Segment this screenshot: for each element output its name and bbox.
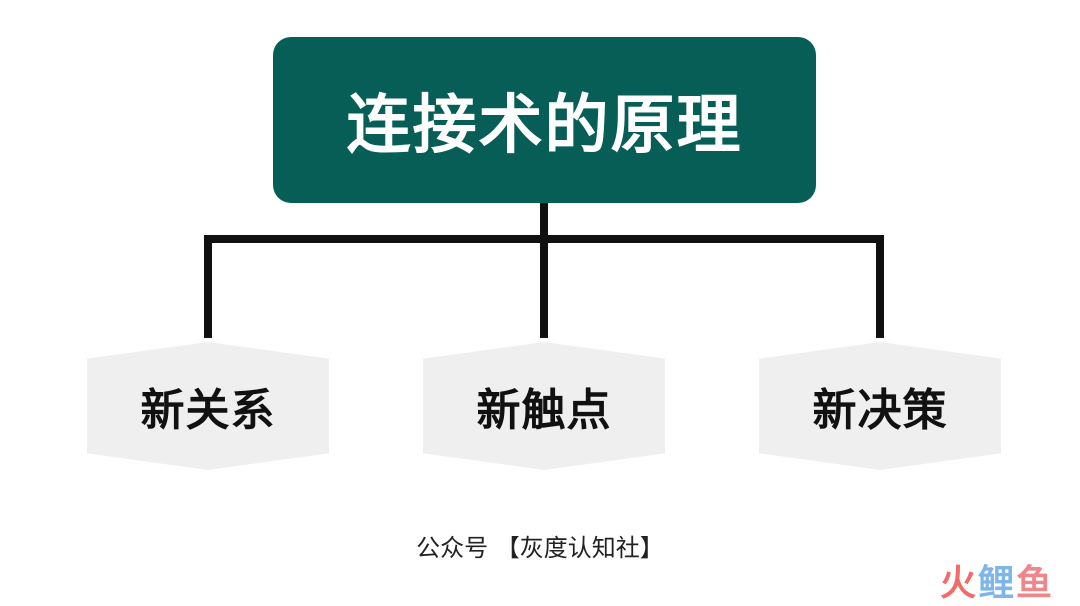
child-node-label: 新触点 [476,385,612,436]
watermark-char-fish: 鱼 [1015,563,1054,604]
child-node-new-relations: 新关系 [87,342,329,470]
child-node-label: 新决策 [812,385,948,436]
watermark-char-fire: 火 [939,563,978,604]
watermark-logo: 火 鲤 鱼 [940,554,1054,606]
child-node-new-touchpoints: 新触点 [423,342,665,470]
child-node-label: 新关系 [140,385,276,436]
child-node-new-decisions: 新决策 [759,342,1001,470]
source-caption: 公众号 【灰度认知社】 [416,534,664,562]
watermark-char-carp: 鲤 [977,563,1016,604]
root-node-label: 连接术的原理 [346,89,743,163]
root-node: 连接术的原理 [273,37,816,203]
